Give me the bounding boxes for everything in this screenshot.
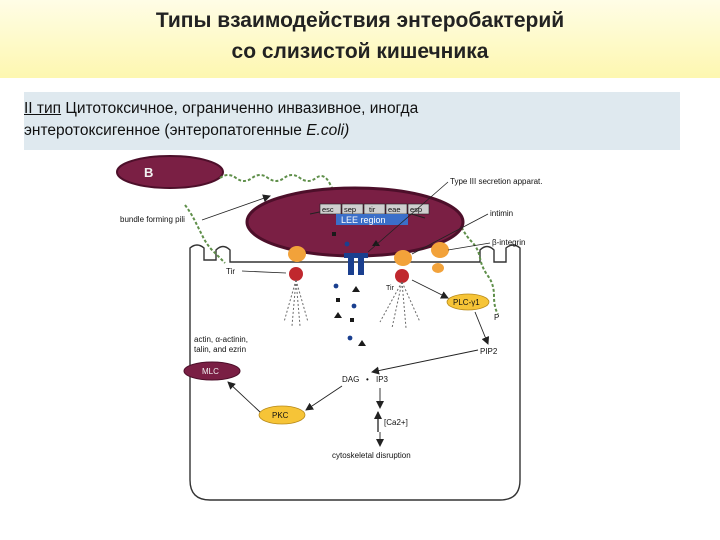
tir-red-left	[289, 267, 303, 281]
type3-leader	[367, 181, 449, 253]
gene-esc: esc	[322, 205, 334, 214]
p-label: P	[494, 313, 499, 322]
dag-to-pkc-arrow	[305, 385, 343, 411]
subtitle-line-2: энтеротоксигенное (энтеропатогенные E.co…	[24, 120, 349, 141]
integrin-label: β-integrin	[492, 238, 526, 247]
plc-to-pip2-arrow	[474, 311, 490, 345]
plc-label: PLC-γ1	[453, 298, 480, 307]
type-label: II тип	[24, 100, 62, 117]
integrin-orange	[431, 242, 449, 258]
tir-to-plc-arrow	[411, 279, 449, 299]
ip3-label: IP3	[376, 375, 389, 384]
dag-ip3-separator: •	[366, 375, 369, 384]
gene-box-esp	[407, 203, 430, 215]
effector-dot	[333, 283, 339, 289]
host-cell-outline	[189, 244, 521, 501]
effector-dot	[347, 335, 353, 341]
mlc-oval	[183, 361, 241, 381]
slide-title-line-1: Типы взаимодействия энтеробактерий	[155, 9, 565, 32]
pkc-oval	[258, 405, 306, 425]
type3-label: Type III secretion apparat.	[450, 177, 543, 186]
integrin-orange-small	[432, 263, 444, 273]
slide-title-line-2: со слизистой кишечника	[231, 40, 489, 63]
bacterium-effector-dot	[344, 241, 350, 247]
tir-red-right	[395, 269, 409, 283]
lee-region-box	[336, 214, 408, 225]
effector-dot	[351, 303, 357, 309]
pip2-to-dag-arrow	[371, 349, 479, 375]
gene-box-esc	[319, 203, 342, 215]
tir-leader	[241, 270, 287, 274]
subtitle-line-2-text: энтеротоксигенное (энтеропатогенные	[24, 122, 307, 139]
effector-triangle	[334, 312, 342, 318]
gene-sep: sep	[344, 205, 356, 214]
actin-label-line-1: actin, α-actinin,	[194, 335, 248, 344]
tir-label-right: Tir	[386, 285, 395, 292]
effector-square	[336, 298, 340, 302]
bacterium-b-label: B	[144, 165, 153, 180]
subtitle-box: II тип Цитотоксичное, ограниченно инвази…	[24, 92, 680, 150]
actin-bundle-right	[379, 281, 421, 329]
intimin-orange-right	[394, 250, 412, 266]
mlc-label: MLC	[202, 367, 219, 376]
pkc-to-mlc-arrow	[227, 381, 261, 413]
bundle-forming-pili-3	[184, 204, 226, 264]
bundle-forming-pili-2	[439, 199, 499, 315]
gene-tir: tir	[369, 205, 376, 214]
gene-eae: eae	[388, 205, 401, 214]
plc-gamma1-oval	[446, 293, 490, 311]
bacterium-effector-triangle	[372, 240, 380, 246]
bfp-leader	[201, 194, 271, 221]
epec-interaction-diagram: B esc sep tir eae esp LEE region	[116, 155, 543, 501]
subtitle-line-1-text: Цитотоксичное, ограниченно инвазивное, и…	[61, 100, 419, 117]
lee-region-label: LEE region	[341, 215, 386, 225]
bacterium-b	[116, 155, 224, 189]
effector-square	[350, 318, 354, 322]
bacterium-effector-square	[332, 232, 336, 236]
actin-bundle-left	[283, 279, 309, 327]
type3-secretion-bar-2	[358, 255, 364, 275]
tir-label-left: Tir	[226, 267, 235, 276]
pip2-label: PIP2	[480, 347, 498, 356]
intimin-orange-left	[288, 246, 306, 262]
cytoskeletal-disruption-label: cytoskeletal disruption	[332, 451, 411, 460]
title-band: Типы взаимодействия энтеробактерий со сл…	[0, 0, 720, 78]
effector-triangle	[358, 340, 366, 346]
pkc-label: PKC	[272, 411, 289, 420]
intimin-leader	[411, 213, 489, 255]
type3-secretion-cap	[344, 253, 368, 258]
effector-triangle	[352, 286, 360, 292]
type3-secretion-bar-1	[348, 255, 354, 275]
actin-label-line-2: talin, and ezrin	[194, 345, 246, 354]
ca-label: [Ca2+]	[384, 418, 408, 427]
bfp-label: bundle forming pili	[120, 215, 185, 224]
integrin-leader	[447, 242, 491, 251]
intimin-label: intimin	[490, 209, 513, 218]
subtitle-line-1: II тип Цитотоксичное, ограниченно инвази…	[24, 98, 418, 119]
dag-label: DAG	[342, 375, 359, 384]
subtitle-line-2-italic: E.coli)	[306, 122, 350, 139]
